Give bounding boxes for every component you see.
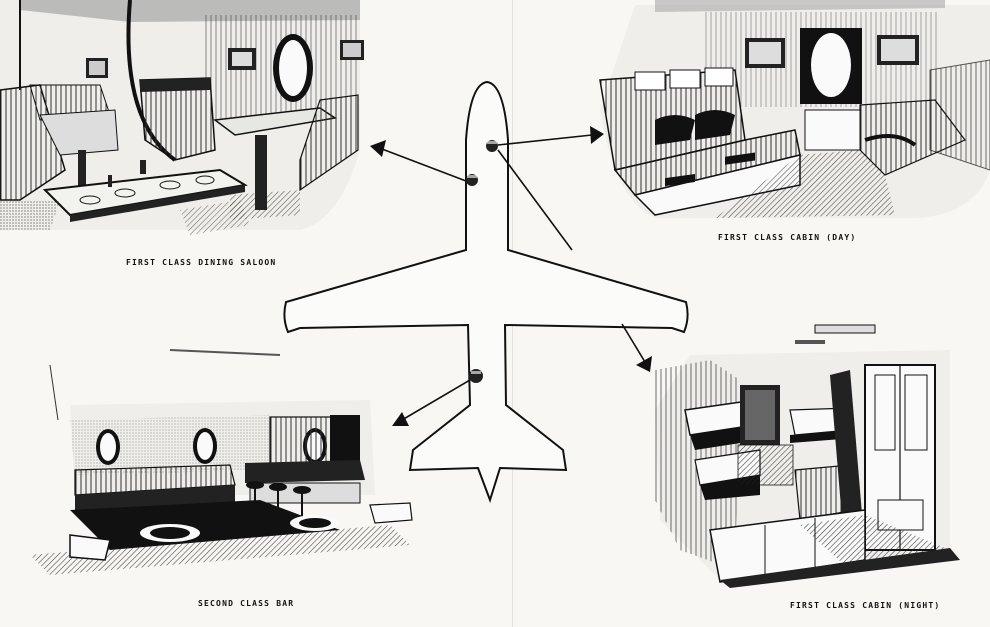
arrow-head-bar [392,412,409,426]
caption-second-class-bar: SECOND CLASS BAR [198,599,295,608]
caption-dining-saloon: FIRST CLASS DINING SALOON [126,258,277,267]
arrow-bar [401,379,471,421]
arrow-head-dining [370,140,386,157]
arrow-head-cabin-day [590,126,604,144]
airplane-outline [283,80,689,504]
second-class-bar-illustration [30,345,420,585]
cabin-night-illustration [650,320,970,590]
arrow-cabin-night [497,149,573,251]
cabin-day-illustration [595,0,990,225]
dining-saloon-illustration [0,0,370,250]
arrow-cabin-day [497,134,593,146]
caption-cabin-night: FIRST CLASS CABIN (NIGHT) [790,601,941,610]
arrow-dining [381,148,467,182]
arrow-head-cabin-night [636,356,652,372]
caption-cabin-day: FIRST CLASS CABIN (DAY) [718,233,857,242]
